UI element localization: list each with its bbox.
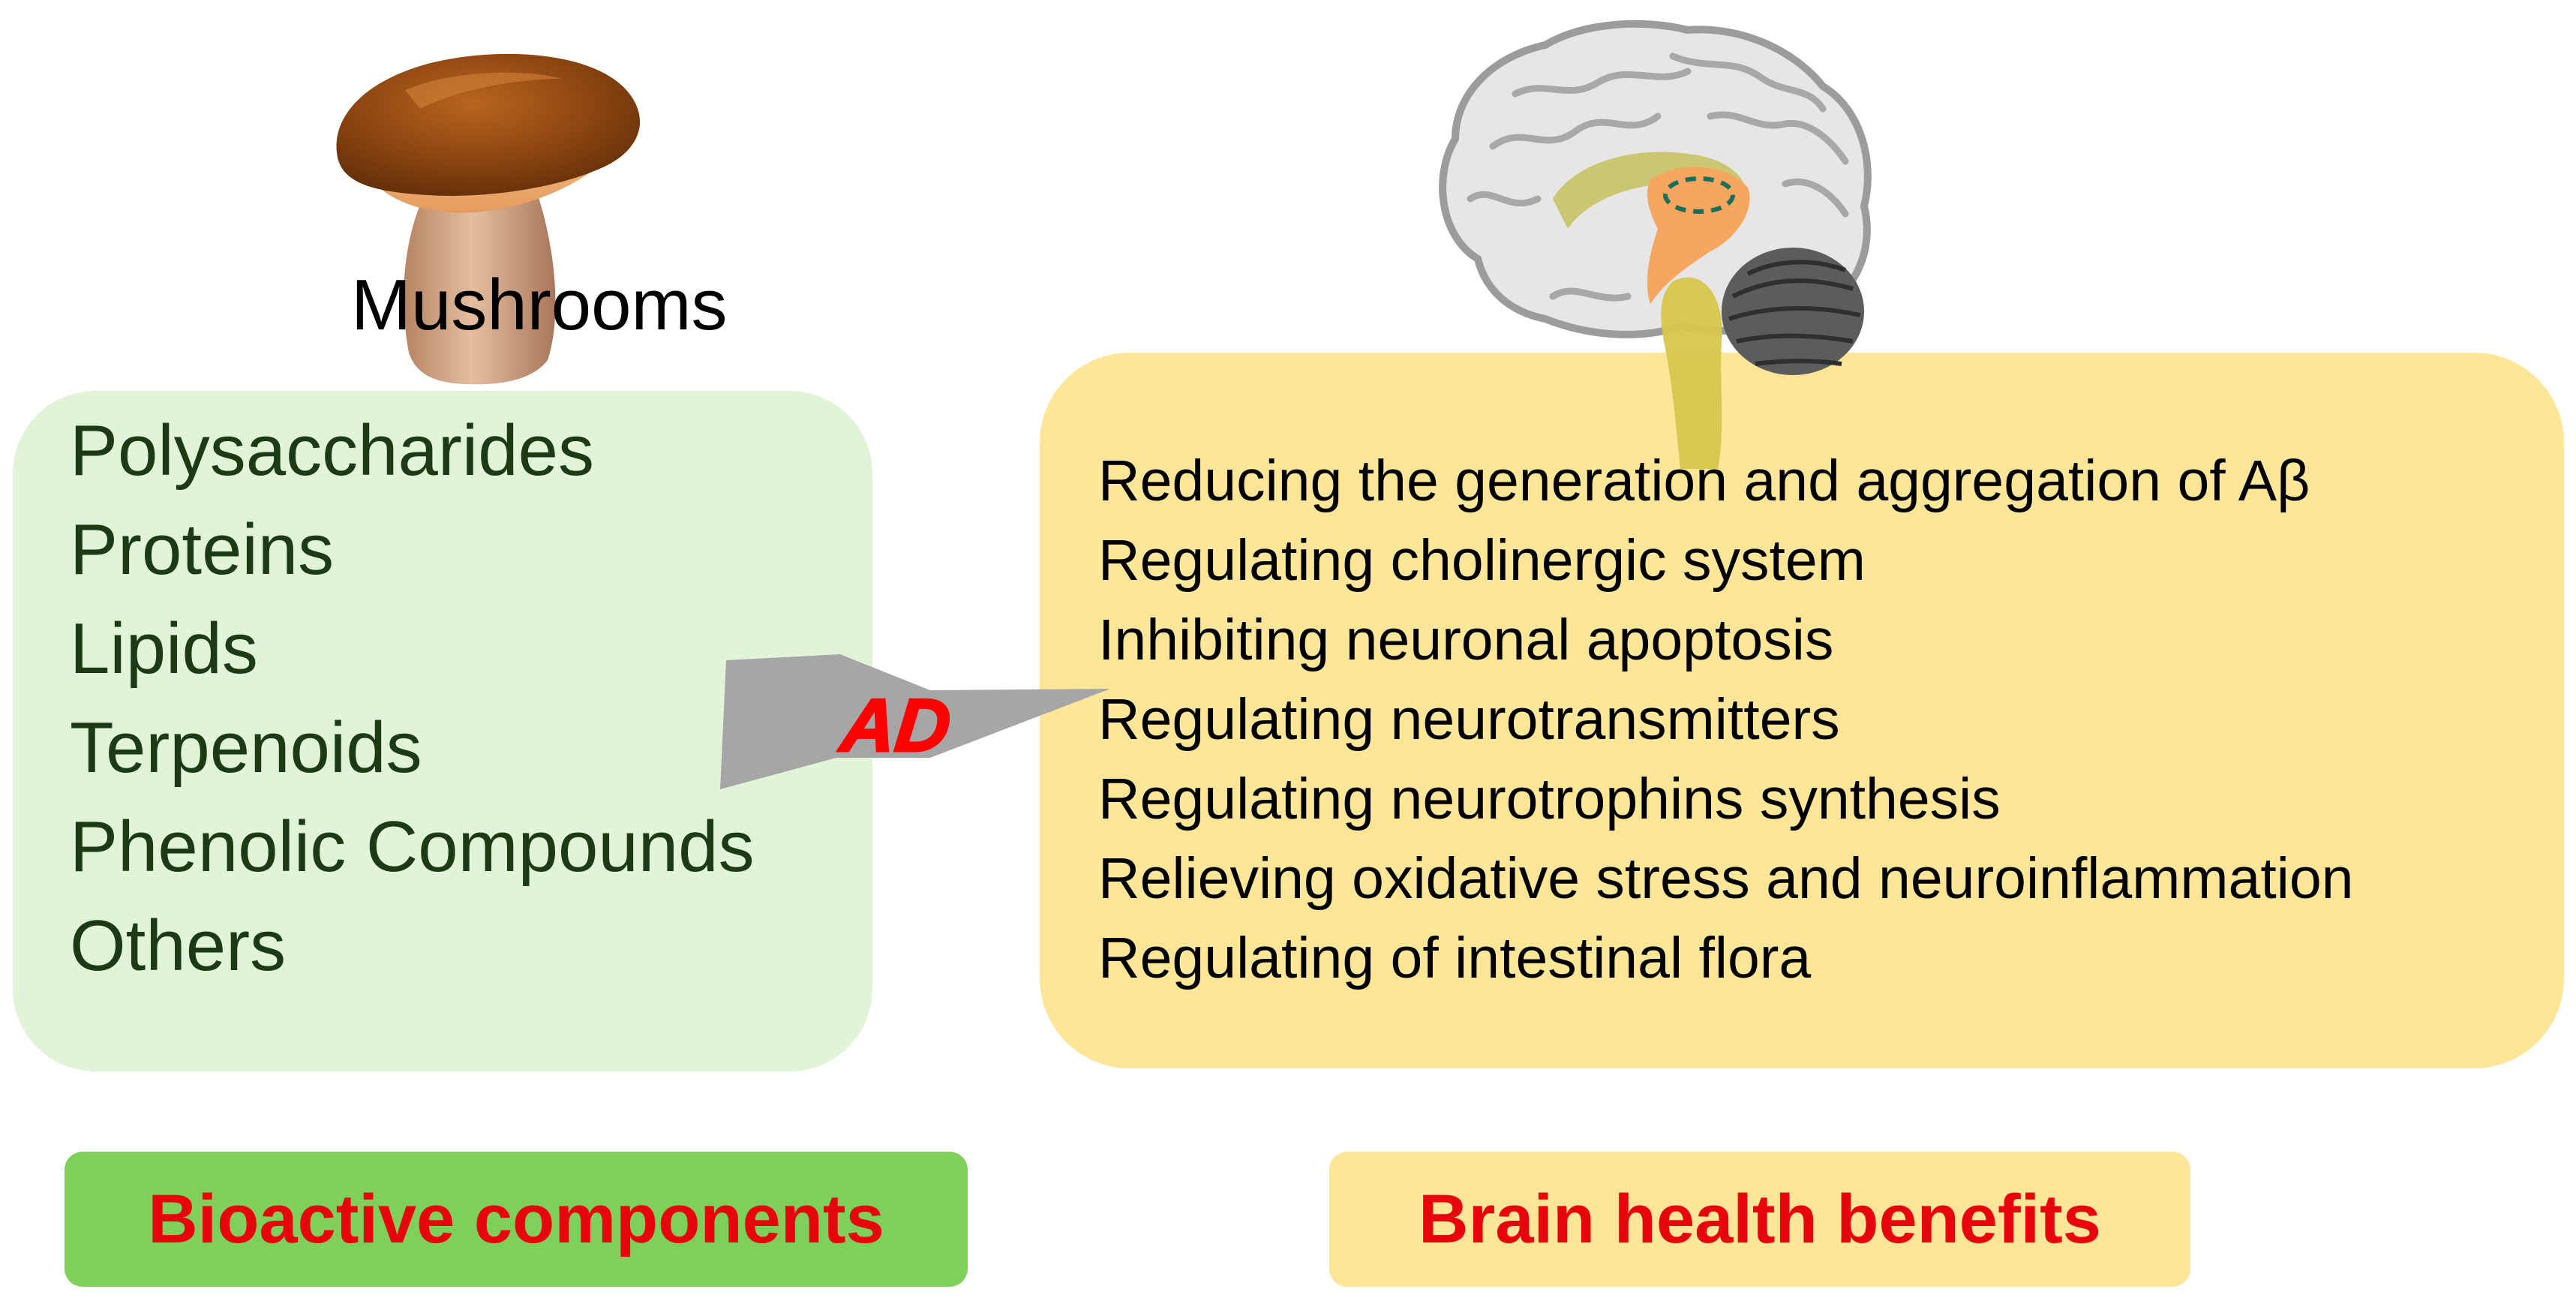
benefit-item: Regulating neurotrophins synthesis bbox=[1098, 767, 2001, 831]
benefit-item: Reducing the generation and aggregation … bbox=[1098, 449, 2310, 513]
mushrooms-label: Mushrooms bbox=[351, 265, 728, 345]
component-item: Phenolic Compounds bbox=[70, 807, 755, 887]
component-item: Polysaccharides bbox=[70, 410, 594, 491]
brain-health-benefits-tag-label: Brain health benefits bbox=[1419, 1180, 2101, 1257]
component-item: Others bbox=[70, 906, 287, 986]
component-item: Lipids bbox=[70, 608, 258, 689]
bioactive-components-tag: Bioactive components bbox=[65, 1152, 968, 1287]
component-item: Terpenoids bbox=[70, 708, 422, 788]
benefit-item: Regulating neurotransmitters bbox=[1098, 687, 1840, 752]
benefit-item: Regulating of intestinal flora bbox=[1098, 926, 1812, 990]
mushroom-icon bbox=[336, 53, 641, 385]
ad-label: AD bbox=[836, 683, 956, 769]
bioactive-components-tag-label: Bioactive components bbox=[148, 1180, 884, 1257]
brain-benefits-box bbox=[1040, 353, 2564, 1068]
components-list: Polysaccharides Proteins Lipids Terpenoi… bbox=[70, 401, 755, 996]
benefit-item: Inhibiting neuronal apoptosis bbox=[1098, 608, 1834, 672]
benefits-list: Reducing the generation and aggregation … bbox=[1098, 441, 2353, 998]
benefit-item: Relieving oxidative stress and neuroinfl… bbox=[1098, 846, 2354, 911]
benefit-item: Regulating cholinergic system bbox=[1098, 528, 1866, 593]
brain-health-benefits-tag: Brain health benefits bbox=[1329, 1152, 2190, 1287]
component-item: Proteins bbox=[70, 509, 335, 590]
brain-icon bbox=[1439, 20, 1872, 469]
